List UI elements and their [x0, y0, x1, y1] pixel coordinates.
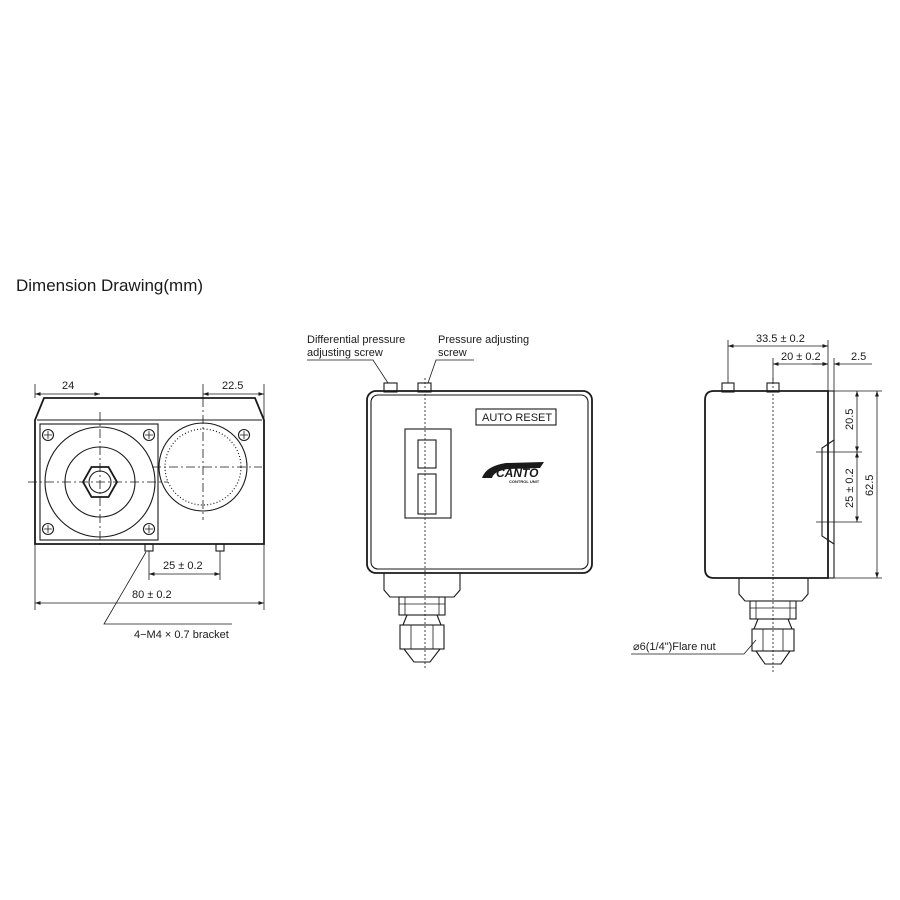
logo-text: CANTO: [496, 466, 539, 480]
flare-nut-note: ⌀6(1/4")Flare nut: [633, 641, 716, 653]
bracket-note: 4−M4 × 0.7 bracket: [134, 629, 229, 641]
dim-label-62-5: 62.5: [864, 475, 876, 496]
auto-reset-box: [475, 408, 557, 426]
side-window-slot-lower: [417, 473, 437, 515]
brand-logo: CANTO CONTROL UNIT: [482, 462, 544, 484]
side-body-inner: [370, 394, 589, 570]
side-view: AUTO RESET CANTO CONTROL UNIT Differenti…: [307, 334, 593, 670]
logo-subtext: CONTROL UNIT: [509, 479, 540, 484]
dim-label-24: 24: [62, 380, 74, 392]
dim-label-bracket: 25 ± 0.2: [163, 560, 203, 572]
corner-screws: [41, 428, 251, 536]
page-title: Dimension Drawing(mm): [16, 276, 204, 295]
front-view: 24 22.5 25 ± 0.2 80 ± 0.2 4−M4 × 0.7 bra…: [28, 380, 265, 641]
flare-cone-side: [403, 648, 441, 663]
bracket-right: [215, 543, 225, 552]
diff-screw-label-line2: adjusting screw: [307, 347, 383, 359]
bracket-left: [144, 543, 154, 552]
press-screw-label-line1: Pressure adjusting: [438, 334, 529, 346]
dim-label-total: 80 ± 0.2: [132, 589, 172, 601]
dim-label-33-5: 33.5 ± 0.2: [756, 333, 805, 345]
flare-nut-leader: [631, 639, 757, 655]
dim-label-20-5: 20.5: [844, 409, 856, 430]
press-screw-leader: [427, 359, 474, 384]
dim-label-mount: 25 ± 0.2: [844, 468, 856, 508]
end-view: 33.5 ± 0.2 20 ± 0.2 2.5 20.5 25 ± 0.2 62…: [631, 333, 882, 672]
side-stem: [398, 596, 446, 616]
end-mount-bracket: [821, 439, 835, 545]
side-window-slot-upper: [417, 439, 437, 469]
differential-screw-cap: [383, 382, 398, 393]
side-base-collar: [383, 573, 461, 598]
diff-screw-label-line1: Differential pressure: [307, 334, 405, 346]
auto-reset-label: AUTO RESET: [482, 412, 552, 424]
end-base-collar: [738, 578, 809, 602]
pressure-screw-cap: [417, 382, 432, 393]
press-screw-label-line2: screw: [438, 347, 467, 359]
dim-label-2-5: 2.5: [851, 351, 866, 363]
diff-screw-leader: [307, 359, 389, 384]
dim-label-20: 20 ± 0.2: [781, 351, 821, 363]
side-body: [366, 390, 593, 574]
dim-label-22-5: 22.5: [222, 380, 243, 392]
end-body: [704, 390, 829, 579]
side-stem-flange: [402, 614, 442, 626]
side-window: [404, 428, 452, 519]
bracket-leader: [103, 551, 232, 625]
flare-nut-side: [399, 624, 445, 650]
